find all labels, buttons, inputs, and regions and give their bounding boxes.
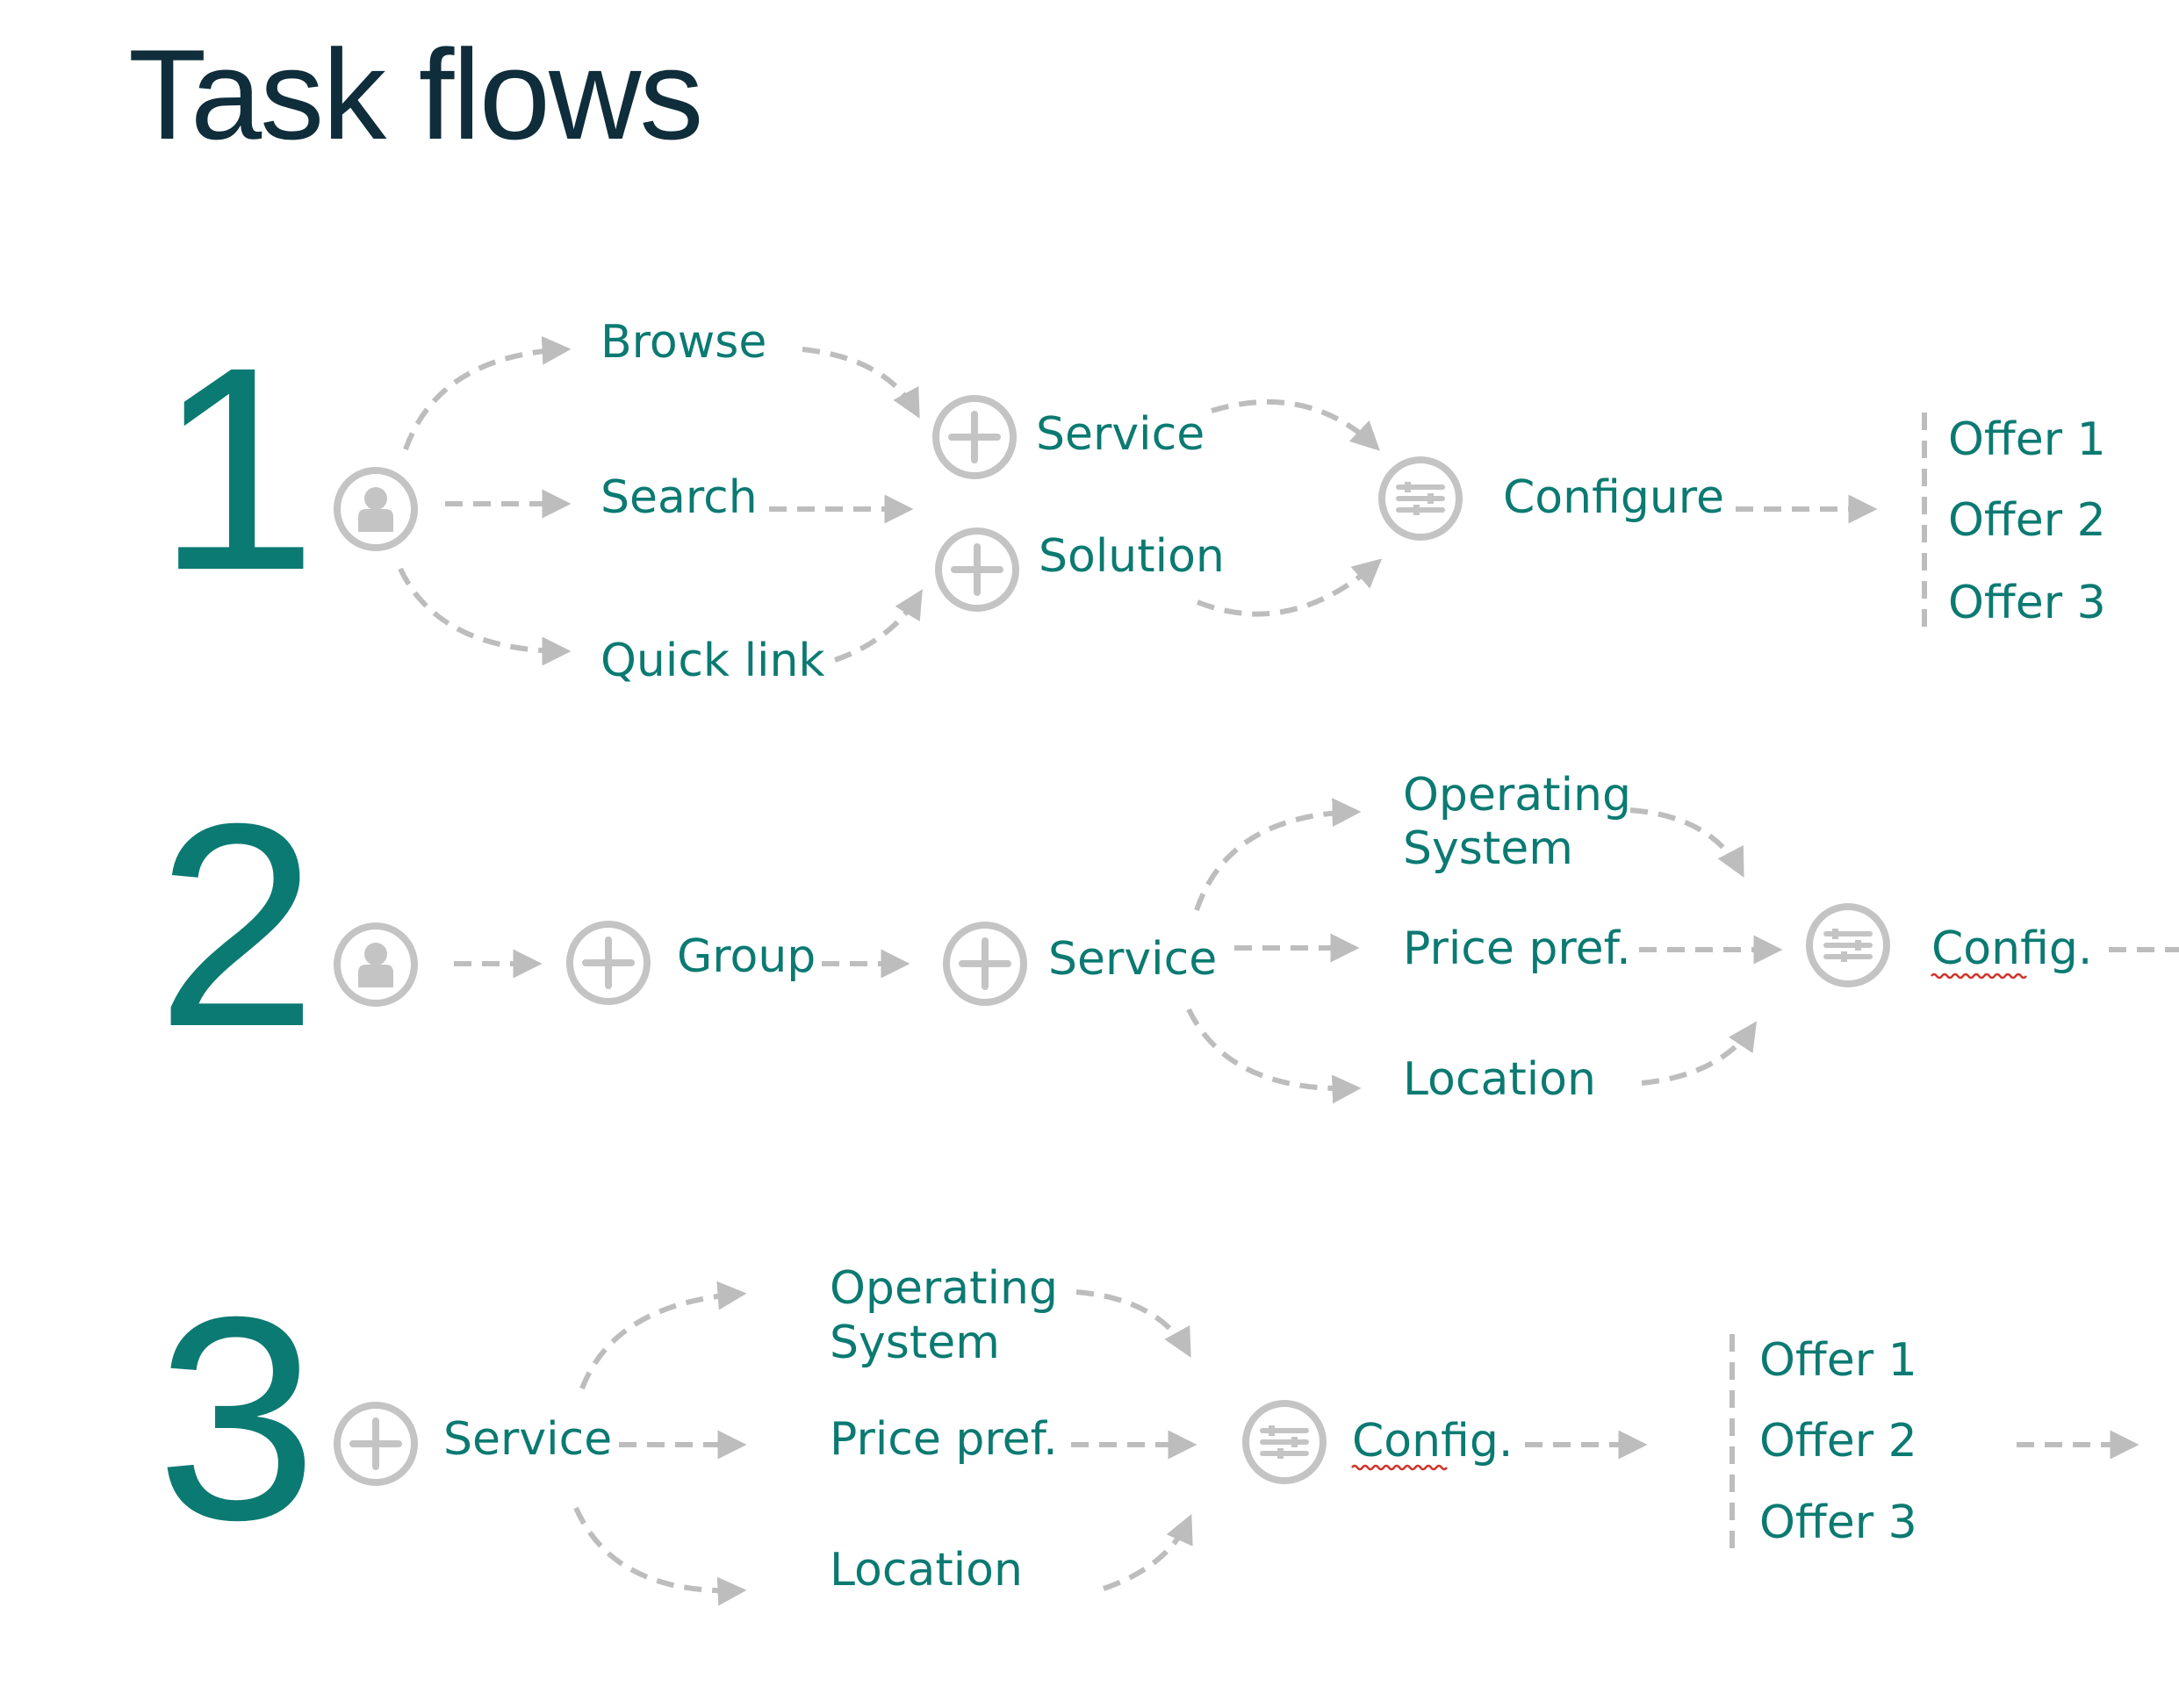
flow-2-os-label-line1: Operating bbox=[1403, 769, 1631, 822]
flow-3-price-pref-label: Price pref. bbox=[830, 1413, 1058, 1466]
flow-1-browse-label: Browse bbox=[600, 316, 766, 369]
flow-number-2: 2 bbox=[156, 763, 318, 1087]
flow-2-location-label: Location bbox=[1403, 1053, 1596, 1106]
arrow-os-to-config bbox=[1629, 807, 1744, 878]
flow-2-group-label: Group bbox=[677, 930, 816, 983]
service-plus-icon bbox=[936, 398, 1013, 476]
arrow-service-to-location bbox=[1186, 1008, 1362, 1104]
flow-1-solution-label: Solution bbox=[1039, 530, 1225, 583]
arrow-service-to-location bbox=[573, 1506, 747, 1606]
group-plus-icon bbox=[570, 924, 647, 1001]
flow-3-config-label: Config. bbox=[1352, 1415, 1513, 1468]
flow-3: 3 Service Operating System Price pref. L… bbox=[156, 1256, 2139, 1606]
config-sliders-icon bbox=[1246, 1403, 1323, 1481]
arrow-browse-to-service bbox=[802, 347, 920, 419]
flow-3-os-label-line1: Operating bbox=[830, 1262, 1058, 1315]
flow-1-search-label: Search bbox=[600, 471, 758, 524]
spellcheck-underline bbox=[1351, 1464, 1448, 1471]
arrow-start-to-browse bbox=[403, 335, 572, 451]
flow-2-price-pref-label: Price pref. bbox=[1403, 922, 1631, 975]
flow-1: 1 Browse Search Quick link Service Solut… bbox=[156, 306, 2106, 687]
flow-2-os-label-line2: System bbox=[1403, 822, 1573, 875]
flow-1-offer-2-label: Offer 2 bbox=[1948, 494, 2106, 547]
flow-2: 2 Group Service Operating System Price p… bbox=[156, 763, 2179, 1106]
flow-1-offer-1-label: Offer 1 bbox=[1948, 413, 2106, 466]
config-sliders-icon bbox=[1809, 907, 1887, 984]
service-plus-icon bbox=[337, 1405, 414, 1482]
flow-3-offer-1-label: Offer 1 bbox=[1759, 1334, 1917, 1387]
user-icon bbox=[337, 470, 414, 548]
arrow-os-to-config bbox=[1075, 1289, 1191, 1358]
arrow-quick-link-to-solution bbox=[834, 589, 923, 663]
configure-sliders-icon bbox=[1382, 460, 1459, 537]
service-plus-icon bbox=[946, 925, 1024, 1002]
flow-3-service-label: Service bbox=[443, 1413, 612, 1466]
arrow-location-to-config bbox=[1641, 1021, 1758, 1086]
flow-1-configure-label: Configure bbox=[1503, 471, 1724, 524]
flow-1-quick-link-label: Quick link bbox=[600, 635, 825, 687]
arrow-start-to-quick-link bbox=[398, 567, 572, 666]
arrow-service-to-os bbox=[1194, 798, 1362, 911]
flow-1-offer-3-label: Offer 3 bbox=[1948, 577, 2106, 629]
arrow-location-to-config bbox=[1103, 1513, 1193, 1591]
arrow-solution-to-configure bbox=[1196, 558, 1383, 617]
page-title: Task flows bbox=[128, 23, 701, 166]
flow-number-1: 1 bbox=[156, 306, 318, 630]
arrow-service-to-os bbox=[579, 1281, 747, 1390]
flow-2-config-label: Config. bbox=[1931, 922, 2092, 975]
flow-1-service-label: Service bbox=[1036, 408, 1205, 461]
flow-2-service-label: Service bbox=[1048, 933, 1217, 986]
solution-plus-icon bbox=[938, 531, 1016, 608]
user-icon bbox=[337, 926, 414, 1003]
flow-3-os-label-line2: System bbox=[830, 1317, 1000, 1369]
arrow-service-to-configure bbox=[1211, 399, 1380, 451]
spellcheck-underline bbox=[1931, 972, 2027, 980]
flow-3-location-label: Location bbox=[830, 1544, 1023, 1597]
flow-number-3: 3 bbox=[156, 1256, 318, 1580]
flow-3-offer-2-label: Offer 2 bbox=[1759, 1415, 1917, 1468]
flow-3-offer-3-label: Offer 3 bbox=[1759, 1496, 1917, 1549]
